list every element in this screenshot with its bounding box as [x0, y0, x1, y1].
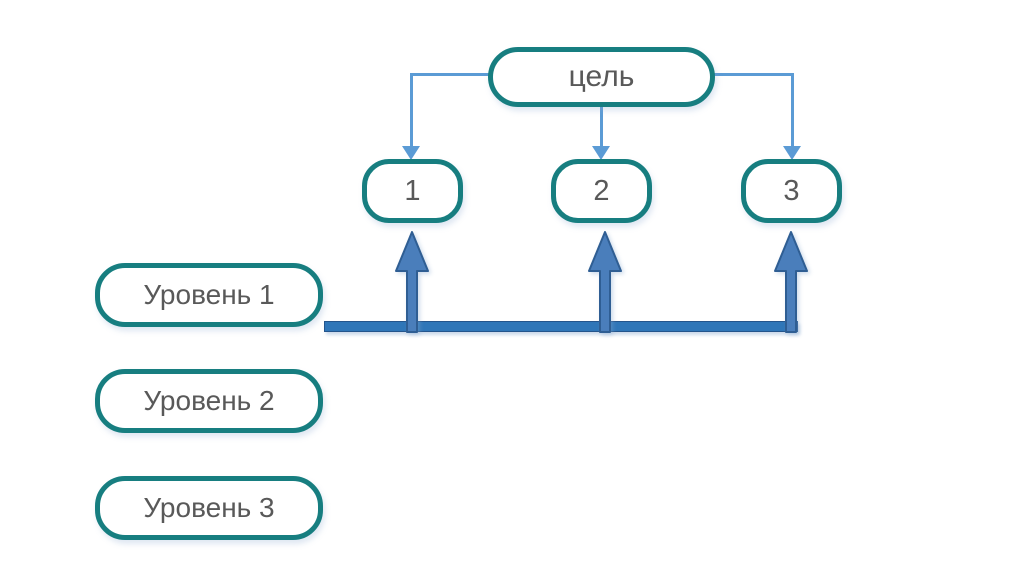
level-node-2: Уровень 2: [95, 369, 323, 433]
level-1-label: Уровень 1: [143, 279, 275, 310]
level-3-label: Уровень 3: [143, 492, 275, 523]
child-node-2: 2: [551, 159, 652, 223]
connector-goal-to-3-horizontal: [713, 73, 794, 76]
child-node-1: 1: [362, 159, 463, 223]
level-node-1: Уровень 1: [95, 263, 323, 327]
block-arrow-up-1-icon: [395, 231, 429, 333]
arrowhead-down-icon: [783, 146, 801, 160]
connector-goal-to-3-vertical: [791, 73, 794, 147]
child-1-label: 1: [404, 174, 421, 207]
goal-label: цель: [568, 60, 635, 93]
level-node-3: Уровень 3: [95, 476, 323, 540]
block-arrow-up-3-icon: [774, 231, 808, 333]
goal-node: цель: [488, 47, 715, 107]
child-2-label: 2: [593, 174, 610, 207]
connector-goal-to-2-vertical: [600, 105, 603, 147]
child-3-label: 3: [783, 174, 800, 207]
connector-goal-to-1-horizontal: [410, 73, 490, 76]
arrowhead-down-icon: [592, 146, 610, 160]
arrowhead-down-icon: [402, 146, 420, 160]
block-arrow-up-2-icon: [588, 231, 622, 333]
timeline-bar: [324, 321, 798, 332]
connector-goal-to-1-vertical: [410, 73, 413, 147]
child-node-3: 3: [741, 159, 842, 223]
level-2-label: Уровень 2: [143, 385, 275, 416]
